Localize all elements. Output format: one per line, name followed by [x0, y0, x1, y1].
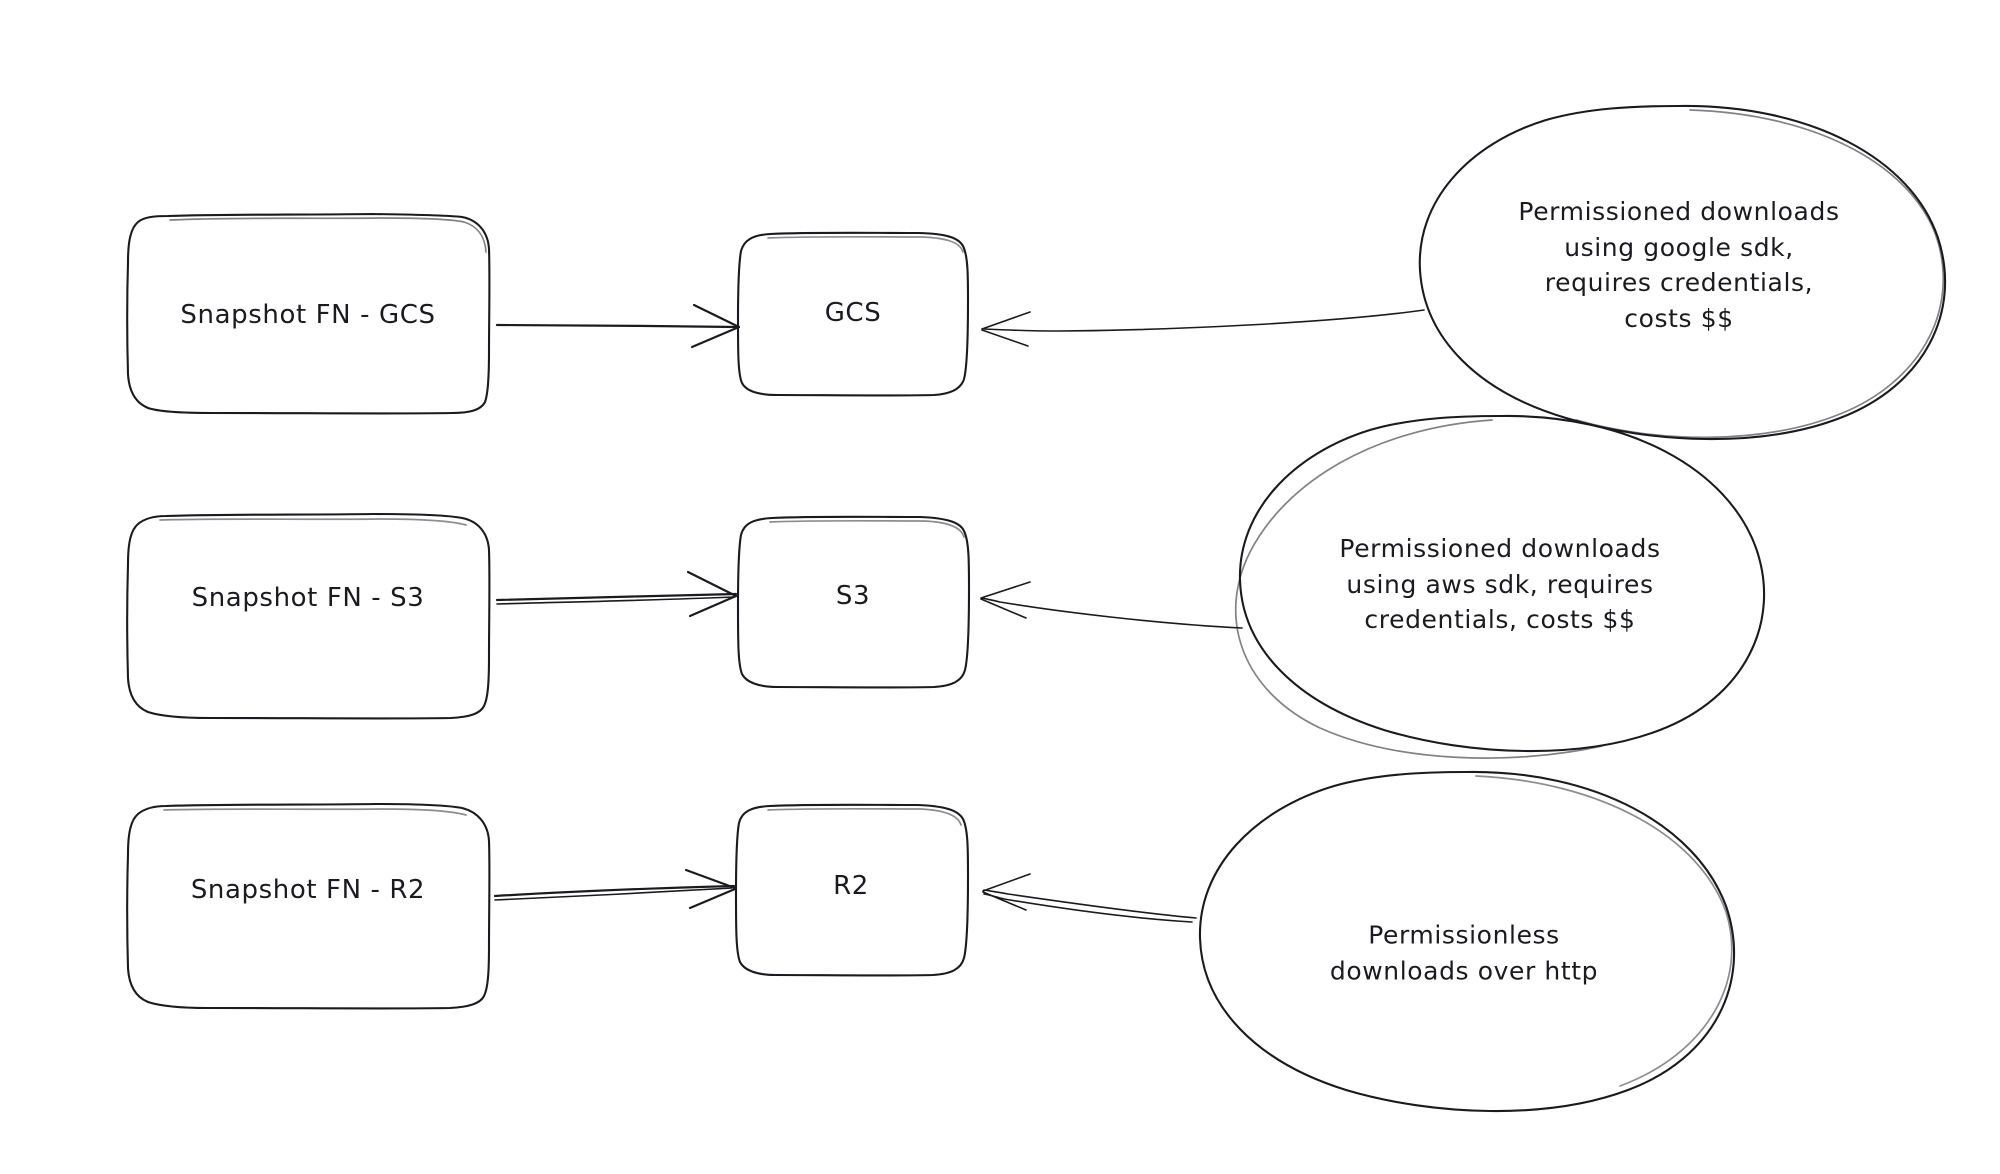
target-node-r2[interactable]: [734, 803, 970, 977]
note-ellipse-r2[interactable]: [1198, 770, 1735, 1113]
arrow-s3-source-to-target: [495, 570, 738, 618]
source-node-gcs-label: Snapshot FN - GCS: [180, 299, 436, 330]
note-ellipse-s3-label: Permissioned downloads using aws sdk, re…: [1339, 533, 1661, 634]
target-node-gcs-label: GCS: [824, 297, 882, 328]
target-node-gcs[interactable]: [736, 231, 970, 397]
source-node-r2-label: Snapshot FN - R2: [190, 874, 426, 905]
source-node-gcs[interactable]: [126, 212, 491, 415]
target-node-r2-label: R2: [833, 870, 869, 901]
source-node-r2[interactable]: [126, 802, 491, 1010]
source-node-s3-label: Snapshot FN - S3: [191, 582, 425, 613]
target-node-s3[interactable]: [736, 515, 971, 689]
source-node-s3[interactable]: [126, 512, 491, 720]
note-ellipse-s3[interactable]: [1235, 414, 1766, 759]
note-ellipse-r2-label: Permissionless downloads over http: [1329, 920, 1599, 986]
arrow-r2-source-to-target: [493, 868, 737, 910]
arrow-gcs-note-to-target: [981, 309, 1425, 347]
target-node-s3-label: S3: [835, 580, 871, 611]
arrow-gcs-source-to-target: [495, 303, 741, 349]
arrow-s3-note-to-target: [980, 581, 1243, 629]
arrow-r2-note-to-target: [982, 873, 1197, 923]
note-ellipse-gcs-label: Permissioned downloads using google sdk,…: [1518, 197, 1840, 333]
